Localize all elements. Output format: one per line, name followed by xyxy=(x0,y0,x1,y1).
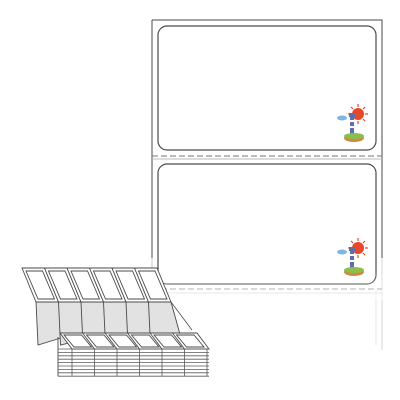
label-2 xyxy=(157,163,377,285)
fanfold-stack-top-label xyxy=(175,334,205,348)
lighthouse-icon xyxy=(337,104,368,142)
fanfold-stack-top-label xyxy=(130,334,160,348)
lighthouse-icon xyxy=(337,238,368,276)
fanfold-top-label xyxy=(47,270,78,300)
fanfold-top-label xyxy=(137,270,168,300)
fanfold-top-label xyxy=(70,270,101,300)
fanfold-top-label xyxy=(92,270,123,300)
fanfold-top-label xyxy=(115,270,146,300)
fanfold-middle-edge xyxy=(170,301,193,331)
fanfold-stack-top-label xyxy=(108,334,138,348)
liner-outline xyxy=(151,19,383,258)
fanfold-top-label xyxy=(25,270,56,300)
fanfold-stack-top-label xyxy=(153,334,183,348)
fanfold-stack xyxy=(21,267,210,377)
fanfold-stack-top-label xyxy=(63,334,93,348)
label-1 xyxy=(157,25,377,151)
fade-overlay xyxy=(152,270,384,300)
fanfold-stack-top-label xyxy=(85,334,115,348)
